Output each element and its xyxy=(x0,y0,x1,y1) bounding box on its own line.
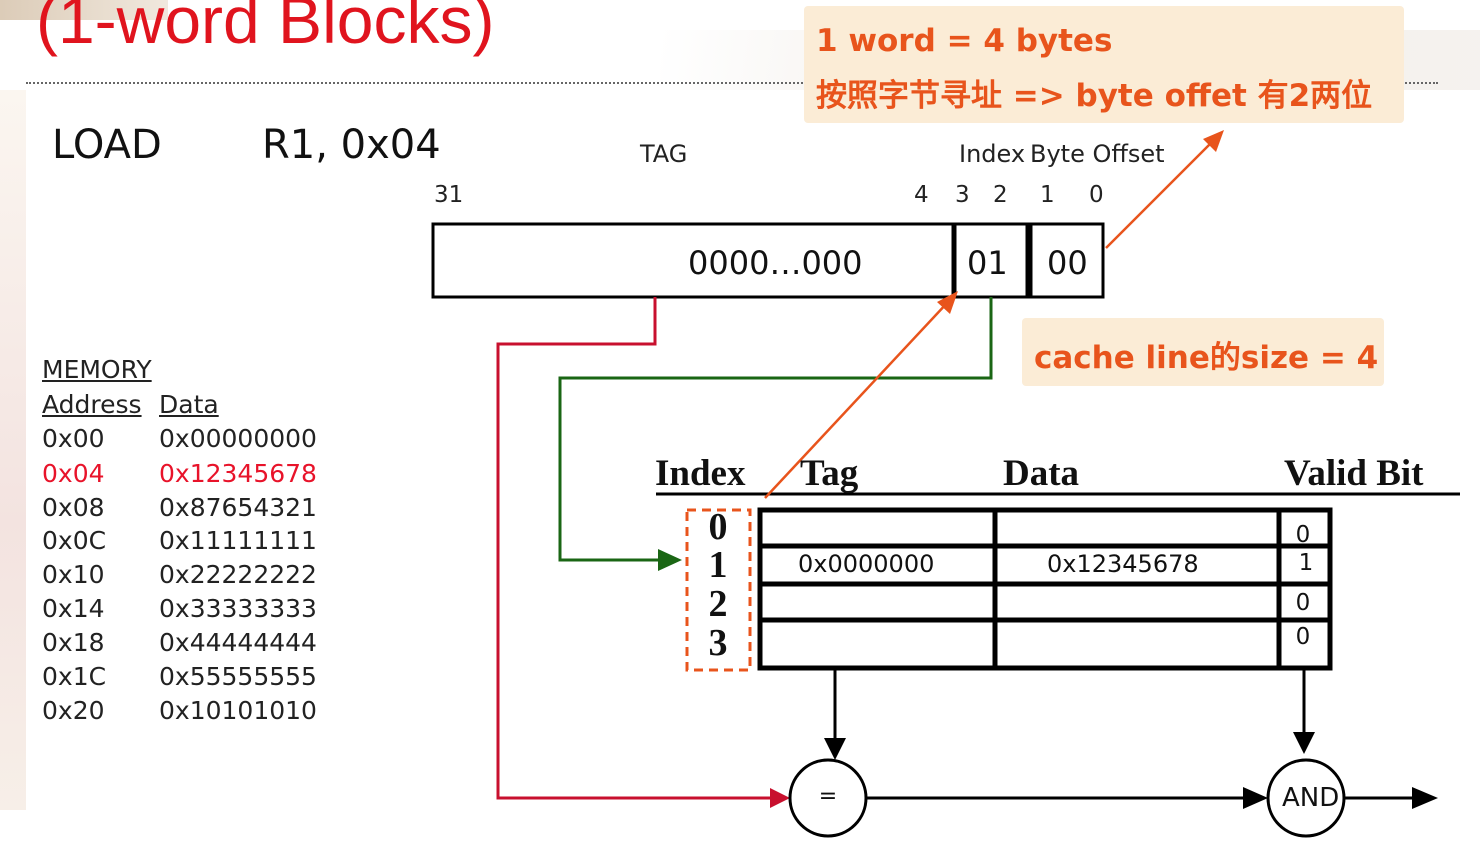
memory-row-address: 0x0C xyxy=(42,526,107,555)
bit-1-label: 1 xyxy=(1040,182,1055,208)
index-pointer-arrowhead xyxy=(937,291,958,314)
cache-col-tag: Tag xyxy=(800,453,859,494)
tag-output-arrowhead xyxy=(824,738,846,760)
memory-row-address: 0x20 xyxy=(42,696,105,725)
index-path xyxy=(558,297,993,562)
index-field-value: 01 xyxy=(967,244,1008,282)
cache-row-valid: 0 xyxy=(1295,624,1311,650)
memory-row-data: 0x55555555 xyxy=(159,662,317,691)
offset-field-value: 00 xyxy=(1047,244,1088,282)
slide-title: (1-word Blocks) xyxy=(36,0,495,57)
memory-row-data: 0x87654321 xyxy=(159,493,317,522)
note-pointer-line xyxy=(1105,141,1213,249)
byte-offset-field-label: Byte Offset xyxy=(1030,140,1165,168)
cache-row-data: 0x12345678 xyxy=(1047,550,1199,578)
address-box xyxy=(431,222,1105,299)
memory-row-address: 0x10 xyxy=(42,560,105,589)
memory-col-data: Data xyxy=(159,390,219,419)
cache-row-index: 0 xyxy=(708,506,728,548)
bit-0-label: 0 xyxy=(1089,182,1104,208)
cache-row-valid: 0 xyxy=(1295,590,1311,616)
tag-path xyxy=(496,297,770,800)
memory-row-address: 0x1C xyxy=(42,662,107,691)
memory-row-address: 0x14 xyxy=(42,594,105,623)
bit-4-label: 4 xyxy=(914,182,929,208)
and-gate-label: AND xyxy=(1282,783,1340,813)
note-word-size: 1 word = 4 bytes xyxy=(816,23,1113,59)
index-field-highlight xyxy=(953,222,1031,299)
bit-3-label: 3 xyxy=(955,182,970,208)
memory-title: MEMORY xyxy=(42,355,152,384)
note-cache-line-box: cache line的size = 4 xyxy=(1022,318,1384,386)
memory-row-address: 0x08 xyxy=(42,493,105,522)
index-pointer-line xyxy=(764,301,949,499)
valid-output-arrowhead xyxy=(1293,732,1315,754)
cache-table xyxy=(757,507,1333,671)
memory-row-address: 0x18 xyxy=(42,628,105,657)
memory-row-data: 0x22222222 xyxy=(159,560,317,589)
index-column-highlight xyxy=(685,508,752,672)
bit-2-label: 2 xyxy=(993,182,1008,208)
note-byte-addressing: 按照字节寻址 => byte offet 有2两位 xyxy=(816,78,1373,114)
memory-row-address: 0x00 xyxy=(42,424,105,453)
cache-row-tag: 0x0000000 xyxy=(798,550,935,578)
memory-row-data: 0x10101010 xyxy=(159,696,317,725)
cache-row-index: 2 xyxy=(708,583,728,625)
cache-col-data: Data xyxy=(1003,453,1080,494)
memory-row-data: 0x11111111 xyxy=(159,526,317,555)
compare-to-and-arrowhead xyxy=(1243,787,1268,809)
tag-field-label: TAG xyxy=(640,140,688,168)
cache-row-index: 1 xyxy=(708,544,728,586)
index-field-label: Index xyxy=(959,140,1026,168)
memory-row-data: 0x44444444 xyxy=(159,628,317,657)
cache-row-valid: 0 xyxy=(1295,522,1311,548)
memory-row-data: 0x00000000 xyxy=(159,424,317,453)
cache-row-valid: 1 xyxy=(1298,550,1314,576)
note-pointer-arrowhead xyxy=(1203,130,1224,152)
and-output-arrowhead xyxy=(1412,787,1438,809)
tag-path-arrowhead xyxy=(770,788,790,808)
cache-col-valid-bit: Valid Bit xyxy=(1284,453,1424,494)
index-path-arrowhead xyxy=(658,549,682,571)
title-divider xyxy=(26,82,1438,84)
background-decoration-left-edge xyxy=(0,90,26,810)
cache-col-index: Index xyxy=(655,453,746,494)
instruction-args: R1, 0x04 xyxy=(262,122,441,168)
background-decoration-top-left xyxy=(0,0,168,20)
note-word-size-box: 1 word = 4 bytes 按照字节寻址 => byte offet 有2… xyxy=(804,6,1404,123)
comparator-label: = xyxy=(818,784,838,809)
memory-col-address: Address xyxy=(42,390,142,419)
tag-field-value: 0000…000 xyxy=(688,244,863,282)
bit-31-label: 31 xyxy=(434,182,464,208)
cache-row-index: 3 xyxy=(708,622,728,664)
note-cache-line: cache line的size = 4 xyxy=(1034,340,1379,376)
memory-row-data-highlighted: 0x12345678 xyxy=(159,459,317,488)
instruction-op: LOAD xyxy=(52,122,162,168)
memory-row-address-highlighted: 0x04 xyxy=(42,459,105,488)
memory-row-data: 0x33333333 xyxy=(159,594,317,623)
